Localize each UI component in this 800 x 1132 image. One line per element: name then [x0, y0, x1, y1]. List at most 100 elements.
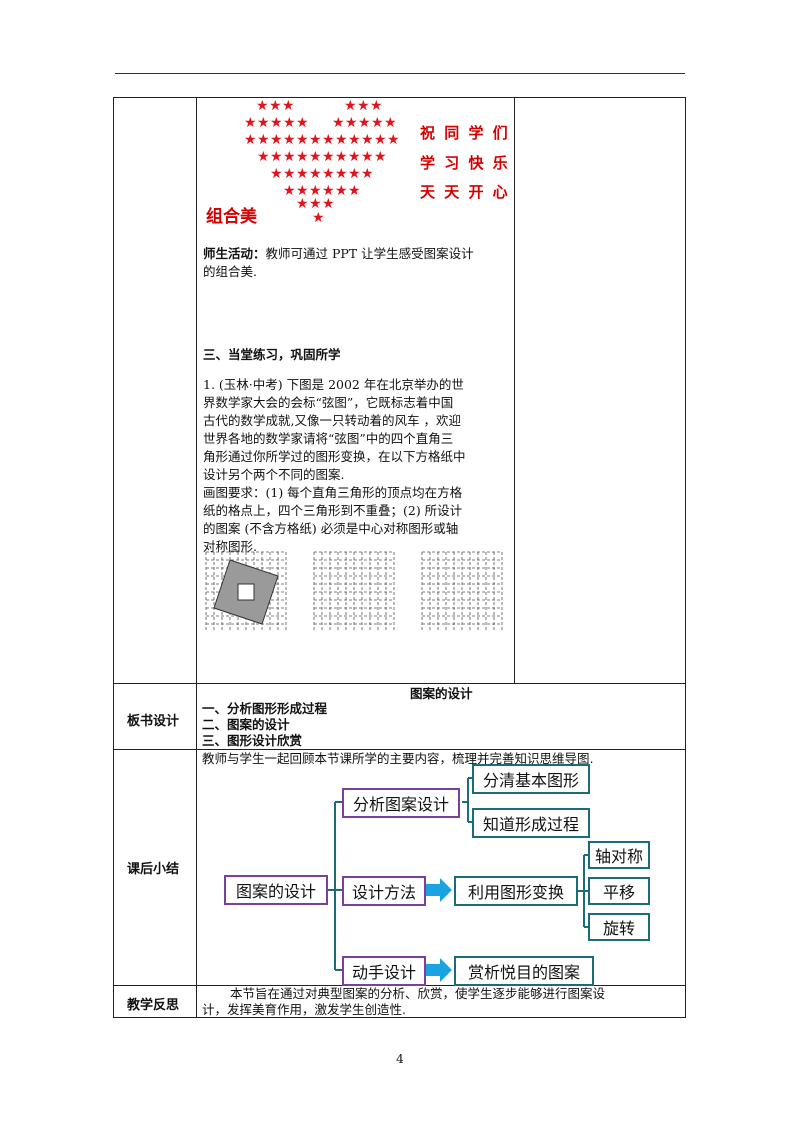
reflection-line-1: 本节旨在通过对典型图案的分析、欣赏，使学生逐步能够进行图案设	[230, 986, 606, 1001]
star-icon: ★	[269, 98, 282, 114]
xiantu-center-square	[237, 583, 255, 601]
star-icon: ★	[348, 132, 361, 148]
star-icon: ★	[348, 166, 361, 182]
star-icon: ★	[374, 132, 387, 148]
combo-beauty-label: 组合美	[206, 207, 257, 227]
mindmap-basic-shape: 分清基本图形	[472, 764, 590, 794]
grid-figure-blank-1	[313, 551, 395, 630]
star-icon: ★	[283, 166, 296, 182]
section3-line: 古代的数学成就,又像一只转动着的风车 ，欢迎	[203, 413, 461, 428]
star-icon: ★	[309, 149, 322, 165]
greeting-line-1: 祝 同 学 们	[420, 124, 510, 142]
board-item-3: 三、图形设计欣赏	[202, 733, 303, 748]
star-icon: ★	[361, 132, 374, 148]
star-icon: ★	[358, 115, 371, 131]
star-icon: ★	[296, 115, 309, 131]
mindmap-transform: 利用图形变换	[454, 876, 578, 906]
star-icon: ★	[309, 183, 322, 199]
section3-line: 对称图形.	[203, 539, 257, 554]
star-icon: ★	[357, 98, 370, 114]
star-icon: ★	[309, 166, 322, 182]
activity-line-2: 的组合美.	[203, 264, 257, 279]
star-icon: ★	[370, 98, 383, 114]
board-item-1: 一、分析图形形成过程	[202, 701, 328, 716]
star-icon: ★	[270, 132, 283, 148]
star-icon: ★	[312, 210, 325, 226]
section3-line: 界数学家大会的会标“弦图”，它既标志着中国	[203, 395, 454, 410]
section3-line: 的图案 (不含方格纸) 必须是中心对称图形或轴	[203, 521, 459, 536]
mindmap-method: 设计方法	[342, 876, 426, 906]
mindmap-translation: 平移	[588, 877, 650, 905]
activity-line-1: 师生活动：教师可通过 PPT 让学生感受图案设计	[203, 245, 474, 263]
star-icon: ★	[283, 115, 296, 131]
header-rule	[115, 73, 685, 74]
mindmap-root: 图案的设计	[224, 875, 328, 905]
star-icon: ★	[270, 115, 283, 131]
section3-line: 纸的格点上，四个三角形到不重叠；(2) 所设计	[203, 503, 463, 518]
star-icon: ★	[309, 132, 322, 148]
star-icon: ★	[387, 132, 400, 148]
star-icon: ★	[384, 115, 397, 131]
summary-label: 课后小结	[127, 862, 180, 877]
star-icon: ★	[296, 183, 309, 199]
star-icon: ★	[374, 149, 387, 165]
summary-intro: 教师与学生一起回顾本节课所学的主要内容，梳理并完善知识思维导图.	[202, 751, 594, 766]
mindmap-axis-symmetry: 轴对称	[588, 841, 650, 869]
star-icon: ★	[257, 115, 270, 131]
star-icon: ★	[270, 149, 283, 165]
star-icon: ★	[335, 149, 348, 165]
star-icon: ★	[322, 196, 335, 212]
star-icon: ★	[335, 183, 348, 199]
star-icon: ★	[257, 132, 270, 148]
section3-line: 角形通过你所学过的图形变换，在以下方格纸中	[203, 449, 466, 464]
mindmap-rotation: 旋转	[588, 913, 650, 941]
section3-heading: 三、当堂练习，巩固所学	[203, 347, 341, 362]
star-icon: ★	[322, 166, 335, 182]
star-icon: ★	[322, 183, 335, 199]
board-item-2: 二、图案的设计	[202, 717, 290, 732]
star-icon: ★	[371, 115, 384, 131]
star-heart-figure: ★★★★★★★★★★★★★★★★★★★★★★★★★★★★★★★★★★★★★★★★…	[244, 98, 400, 226]
star-icon: ★	[296, 132, 309, 148]
section3-line: 世界各地的数学家请将“弦图”中的四个直角三	[203, 431, 454, 446]
section3-line: 画图要求：(1) 每个直角三角形的顶点均在方格	[203, 485, 463, 500]
section3-line: 1. (玉林·中考) 下图是 2002 年在北京举办的世	[203, 377, 464, 392]
star-icon: ★	[335, 132, 348, 148]
star-icon: ★	[283, 183, 296, 199]
star-icon: ★	[345, 115, 358, 131]
row-divider-2	[113, 749, 686, 750]
star-icon: ★	[257, 149, 270, 165]
star-icon: ★	[256, 98, 269, 114]
grid-figure-blank-2	[421, 551, 503, 630]
star-icon: ★	[270, 166, 283, 182]
reflection-label: 教学反思	[127, 998, 180, 1013]
mindmap-analyze: 分析图案设计	[342, 788, 460, 818]
mindmap-appreciate: 赏析悦目的图案	[454, 956, 594, 986]
star-icon: ★	[348, 183, 361, 199]
star-icon: ★	[283, 132, 296, 148]
board-design-label: 板书设计	[127, 714, 180, 729]
mindmap-formation: 知道形成过程	[472, 808, 590, 838]
activity-label: 师生活动：	[203, 246, 266, 261]
star-icon: ★	[322, 149, 335, 165]
star-icon: ★	[335, 166, 348, 182]
col-divider-left	[196, 97, 197, 1018]
board-title: 图案的设计	[410, 686, 473, 701]
star-icon: ★	[344, 98, 357, 114]
reflection-line-2: 计，发挥美育作用，激发学生创造性.	[202, 1002, 406, 1017]
star-icon: ★	[296, 166, 309, 182]
star-icon: ★	[361, 166, 374, 182]
mindmap-hands-on: 动手设计	[342, 956, 426, 986]
star-icon: ★	[332, 115, 345, 131]
star-icon: ★	[283, 149, 296, 165]
row-divider-1	[113, 683, 686, 684]
star-icon: ★	[296, 196, 309, 212]
star-icon: ★	[361, 149, 374, 165]
star-icon: ★	[244, 132, 257, 148]
lesson-table	[113, 97, 686, 1018]
greeting-line-2: 学 习 快 乐	[420, 154, 510, 172]
star-icon: ★	[244, 115, 257, 131]
star-icon: ★	[282, 98, 295, 114]
star-icon: ★	[322, 132, 335, 148]
activity-text-1: 教师可通过 PPT 让学生感受图案设计	[265, 246, 474, 261]
